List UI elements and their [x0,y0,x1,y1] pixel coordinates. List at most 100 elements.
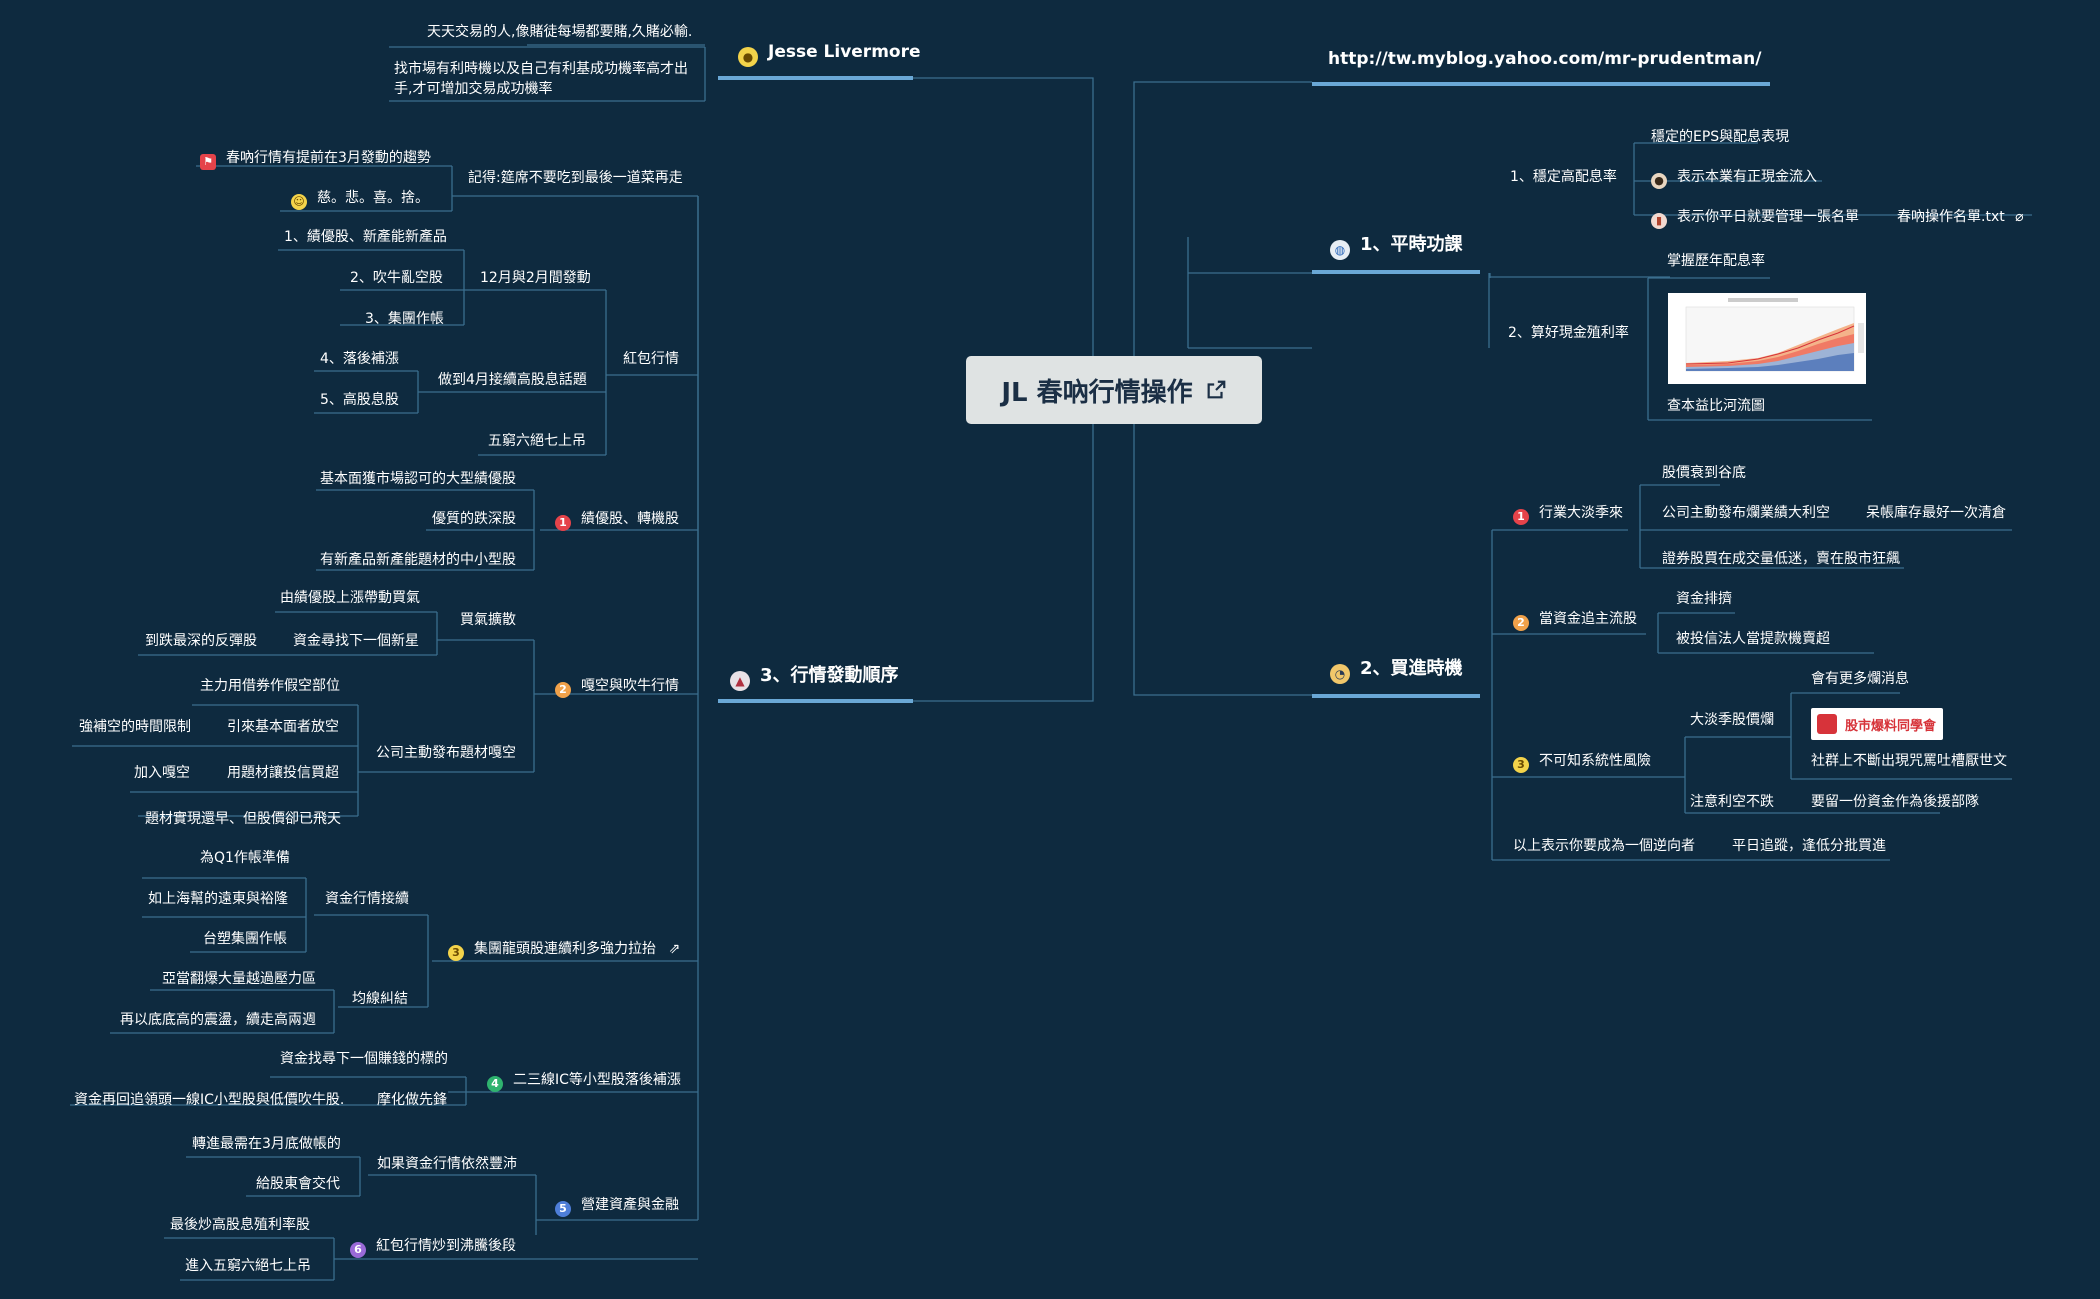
external-link-icon[interactable] [1205,379,1227,401]
buy-b3-g1-label[interactable]: 大淡季股價爛 [1690,712,1774,728]
number-2-icon: 2 [555,682,571,698]
external-link-icon[interactable]: ⇗ [668,941,681,957]
book-icon: ▮ [1651,213,1667,229]
daily-b2-item-payout[interactable]: 掌握歷年配息率 [1667,253,1765,269]
central-topic[interactable]: JL 春吶行情操作 [966,356,1262,424]
seq-s2-g2-item-short[interactable]: 主力用借券作假空部位 [200,678,340,694]
seq-s1-item-small-cap[interactable]: 有新產品新產能題材的中小型股 [320,552,516,568]
seq-s3-g2-item-rising[interactable]: 再以底底高的震盪，續走高兩週 [120,1012,316,1028]
seq-s2-g2-item-trust[interactable]: 用題材讓投信買超 [227,765,339,781]
seq-s4-item-vanguard[interactable]: 摩化做先鋒 [377,1092,447,1108]
buy-b3-g2-label[interactable]: 注意利空不跌 [1690,794,1774,810]
number-6-icon: 6 [350,1242,366,1258]
number-4-icon: 4 [487,1076,503,1092]
daily-b1-label[interactable]: 1、穩定高配息率 [1510,169,1617,185]
lightbulb-icon: ● [738,47,758,67]
paperclip-icon: ⌀ [2015,209,2024,225]
seq-s3-g1-label[interactable]: 資金行情接續 [325,891,409,907]
seq-s4-item-next-target[interactable]: 資金找尋下一個賺錢的標的 [280,1051,448,1067]
seq-top-label[interactable]: 記得:筵席不要吃到最後一道菜再走 [468,170,683,186]
buy-b1-item-bottom[interactable]: 股價衰到谷底 [1662,465,1746,481]
buy-b3-g1-item-more-bad-news[interactable]: 會有更多爛消息 [1811,671,1909,687]
seq-s6-item-dividend[interactable]: 最後炒高股息殖利率股 [170,1217,310,1233]
number-1-icon: 1 [1513,509,1529,525]
buy-b4-sub-track[interactable]: 平日追蹤，逢低分批買進 [1732,838,1886,854]
number-3-icon: 3 [448,945,464,961]
seq-red-g2-item-4[interactable]: 4、落後補漲 [320,351,399,367]
topic-jesse-livermore[interactable]: ●Jesse Livermore [738,43,921,67]
daily-b2-label[interactable]: 2、算好現金殖利率 [1508,325,1629,341]
buy-b1-item-bad-news[interactable]: 公司主動發布爛業績大利空 [1662,505,1830,521]
seq-red-g1-label[interactable]: 12月與2月間發動 [480,270,591,286]
seq-red-g1-item-2[interactable]: 2、吹牛亂空股 [350,270,443,286]
seq-red-g1-item-1[interactable]: 1、績優股、新產能新產品 [284,229,447,245]
seq-s2-g1-sub-rebound[interactable]: 到跌最深的反彈股 [145,633,257,649]
seq-red-label[interactable]: 紅包行情 [623,351,679,367]
pe-river-chart-thumbnail[interactable] [1668,293,1866,384]
globe-icon: ◍ [1330,240,1350,260]
seq-s5-g1-item-march-end[interactable]: 轉進最需在3月底做帳的 [192,1136,341,1152]
buy-b3-g1-item-complaints[interactable]: 社群上不斷出現咒罵吐槽厭世文 [1811,753,2007,769]
smile-icon: ☺ [291,194,307,210]
seq-s5-g1-label[interactable]: 如果資金行情依然豐沛 [377,1156,517,1172]
seq-s6-item-may-june[interactable]: 進入五窮六絕七上吊 [185,1258,311,1274]
buy-b1-sub-clear-inventory[interactable]: 呆帳庫存最好一次清倉 [1866,505,2006,521]
buy-b2-item-sell-off[interactable]: 被投信法人當提款機賣超 [1676,631,1830,647]
daily-b1-item-cash[interactable]: ●表示本業有正現金流入 [1651,168,1817,189]
topic-sequence[interactable]: ▲3、行情發動順序 [730,667,899,691]
buy-b3-g2-sub-reserve[interactable]: 要留一份資金作為後援部隊 [1811,794,1979,810]
topic-daily-homework[interactable]: ◍1、平時功課 [1330,236,1463,260]
seq-s3-g1-item-q1[interactable]: 為Q1作帳準備 [200,850,290,866]
seq-s3-g2-item-volume[interactable]: 亞當翻爆大量越過壓力區 [162,971,316,987]
seq-s4-sub-ic-chase[interactable]: 資金再回追領頭一線IC小型股與低價吹牛股. [74,1092,345,1108]
topic-buy-timing[interactable]: ◔2、買進時機 [1330,660,1463,684]
seq-s1-item-large-cap[interactable]: 基本面獲市場認可的大型績優股 [320,471,516,487]
central-topic-label: JL 春吶行情操作 [1001,377,1193,408]
seq-top-item-march[interactable]: ⚑春吶行情有提前在3月發動的趨勢 [200,149,431,170]
person-icon: ● [1651,173,1667,189]
seq-red-g1-item-3[interactable]: 3、集團作帳 [365,311,444,327]
jl-quote-gambler[interactable]: 天天交易的人,像賭徒每場都要賭,久賭必輸. [427,24,693,40]
seq-s2-g1-label[interactable]: 買氣擴散 [460,612,516,628]
buy-b1-item-broker[interactable]: 證券股買在成交量低迷，賣在股市狂飆 [1662,551,1900,567]
flag-icon: ⚑ [200,154,216,170]
seq-s2-g1-item-blue-chip[interactable]: 由績優股上漲帶動買氣 [280,590,420,606]
number-2-icon: 2 [1513,615,1529,631]
seq-s2-g2-sub-time-limit[interactable]: 強補空的時間限制 [79,719,191,735]
seq-red-g2-label[interactable]: 做到4月接續高股息話題 [438,372,587,388]
seq-s3-g1-item-shanghai[interactable]: 如上海幫的遠東與裕隆 [148,891,288,907]
number-3-icon: 3 [1513,757,1529,773]
seq-s3-g1-item-formosa[interactable]: 台塑集團作帳 [203,931,287,947]
chat-bubble-icon [1817,714,1837,734]
seq-top-item-virtues[interactable]: ☺慈。悲。喜。捨。 [291,189,429,210]
seq-red-g3-label[interactable]: 五窮六絕七上吊 [488,433,586,449]
buy-b4-label[interactable]: 以上表示你要成為一個逆向者 [1513,838,1695,854]
buy-b2-item-crowding[interactable]: 資金排擠 [1676,591,1732,607]
jl-quote-timing[interactable]: 找市場有利時機以及自己有利基成功機率高才出手,才可增加交易成功機率 [394,61,688,97]
seq-s2-g1-item-new-star[interactable]: 資金尋找下一個新星 [293,633,419,649]
stock-club-sticker[interactable]: 股市爆料同學會 [1811,708,1943,740]
seq-s2-g2-item-flying[interactable]: 題材實現還早、但股價卻已飛天 [145,811,341,827]
seq-s2-g2-sub-join[interactable]: 加入嘎空 [134,765,190,781]
seq-s5-g1-item-shareholders[interactable]: 給股東會交代 [256,1176,340,1192]
daily-b1-item-eps[interactable]: 穩定的EPS與配息表現 [1651,129,1790,145]
seq-red-g2-item-5[interactable]: 5、高股息股 [320,392,399,408]
file-attachment-txt[interactable]: 春吶操作名單.txt ⌀ [1897,209,2024,225]
seq-s3-g2-label[interactable]: 均線糾結 [352,991,408,1007]
blog-url-link[interactable]: http://tw.myblog.yahoo.com/mr-prudentman… [1328,49,1762,69]
seq-s1-item-oversold[interactable]: 優質的跌深股 [432,511,516,527]
daily-b2-item-pe-river[interactable]: 查本益比河流圖 [1667,398,1765,414]
seq-s2-g2-label[interactable]: 公司主動發布題材嘎空 [376,745,516,761]
seq-s2-g2-item-attract[interactable]: 引來基本面者放空 [227,719,339,735]
daily-b1-item-list[interactable]: ▮表示你平日就要管理一張名單 [1651,208,1859,229]
